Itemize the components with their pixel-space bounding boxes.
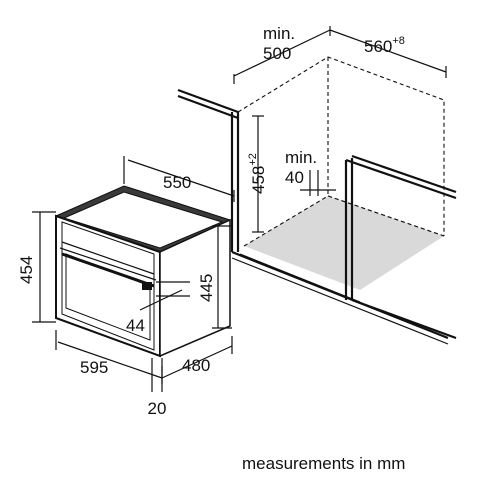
oven-body-width-value: 480 (182, 356, 210, 375)
niche-height-tolerance: +2 (247, 153, 259, 166)
oven-body-width-dimension: 480 (161, 336, 233, 379)
door-thickness-dimension: 20 (148, 358, 167, 418)
niche-width-tolerance: +8 (392, 35, 405, 47)
handle-offset-dimension: 44 (126, 281, 190, 335)
oven-depth-value: 550 (163, 173, 191, 192)
cabinet-depth-dimension: min. 500 (233, 24, 331, 84)
niche-width-value: 560 (364, 37, 392, 56)
svg-text:560+8: 560+8 (364, 35, 405, 56)
vent-gap-value: 40 (285, 168, 304, 187)
cabinet-niche (177, 56, 457, 345)
oven-depth-dimension: 550 (123, 156, 235, 202)
svg-text:458+2: 458+2 (247, 153, 268, 194)
oven (54, 185, 232, 358)
door-thickness-value: 20 (148, 399, 167, 418)
oven-front-height-value: 454 (17, 256, 36, 284)
niche-width-dimension: 560+8 (329, 29, 447, 78)
cabinet-depth-value: 500 (263, 44, 291, 63)
oven-front-height-dimension: 454 (17, 211, 56, 323)
units-caption: measurements in mm (242, 454, 406, 473)
vent-gap-prefix: min. (285, 148, 317, 167)
cabinet-depth-prefix: min. (263, 24, 295, 43)
niche-height-dimension: 458+2 (247, 115, 268, 233)
oven-front-width-value: 595 (80, 358, 108, 377)
oven-body-height-dimension: 445 (197, 225, 232, 329)
oven-body-height-value: 445 (197, 274, 216, 302)
niche-height-value: 458 (249, 166, 268, 194)
vent-gap-dimension: min. 40 (285, 148, 336, 196)
handle-offset-value: 44 (126, 316, 145, 335)
